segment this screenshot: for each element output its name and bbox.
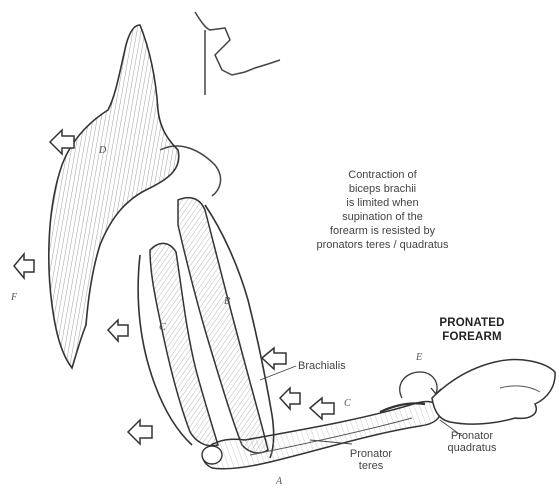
letter-b: B	[224, 296, 230, 307]
caption-line: biceps brachii	[270, 182, 495, 196]
title-line-2: FOREARM	[412, 330, 532, 344]
pronator-teres-line-1: Pronator	[338, 448, 404, 460]
rotation-arrow	[400, 372, 441, 398]
brachialis-label: Brachialis	[298, 360, 346, 372]
pronator-quadratus-label: Pronator quadratus	[432, 430, 512, 454]
pronator-teres-line-2: teres	[338, 460, 404, 472]
pronated-forearm-title: PRONATED FOREARM	[412, 316, 532, 344]
letter-c-forearm: C	[344, 398, 351, 409]
caption-line: is limited when	[270, 196, 495, 210]
letter-e: E	[416, 352, 422, 363]
letter-c-arm: C	[159, 322, 166, 333]
pronator-teres-label: Pronator teres	[338, 448, 404, 472]
caption-line: pronators teres / quadratus	[270, 238, 495, 252]
caption-text: Contraction of biceps brachii is limited…	[270, 168, 495, 252]
letter-f: F	[11, 292, 17, 303]
letter-d: D	[99, 145, 106, 156]
hand	[432, 360, 555, 424]
pronator-quadratus-line-1: Pronator	[432, 430, 512, 442]
pronator-quadratus-line-2: quadratus	[432, 442, 512, 454]
title-line-1: PRONATED	[412, 316, 532, 330]
letter-a: A	[276, 476, 282, 487]
caption-line: forearm is resisted by	[270, 224, 495, 238]
scapula-sketch	[160, 12, 280, 196]
caption-line: supination of the	[270, 210, 495, 224]
caption-line: Contraction of	[270, 168, 495, 182]
